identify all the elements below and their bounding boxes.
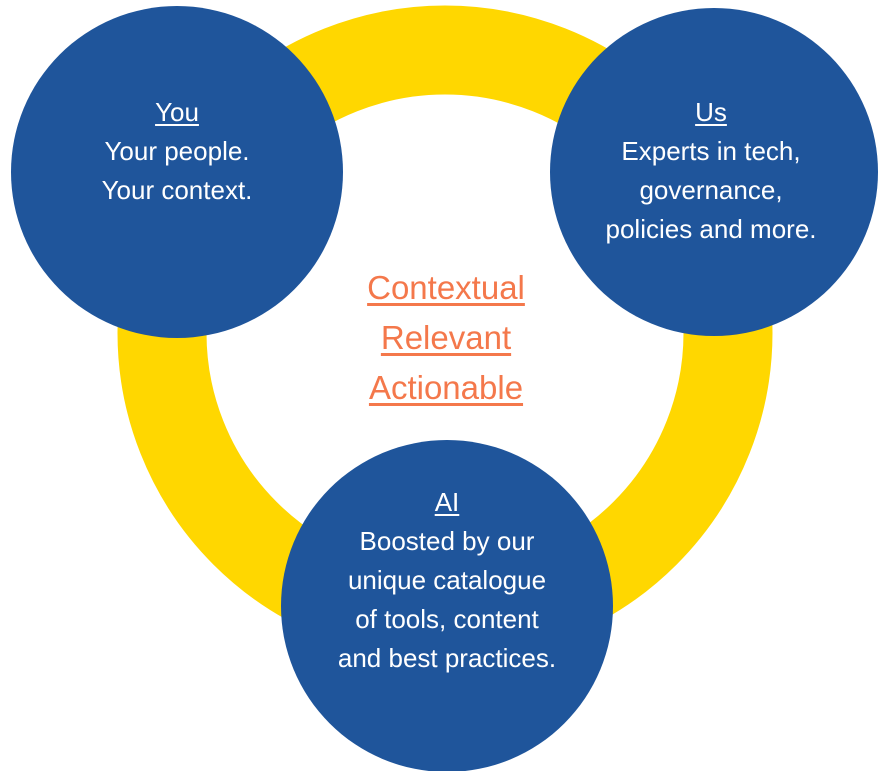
us-circle: [550, 8, 878, 336]
you-line: Your context.: [101, 175, 253, 205]
us-line: governance,: [639, 175, 783, 205]
ai-node: AI Boosted by our unique catalogue of to…: [297, 483, 597, 678]
keyword-contextual: Contextual: [367, 269, 525, 306]
ai-title: AI: [434, 487, 460, 517]
you-circle: [11, 6, 343, 338]
us-node: Us Experts in tech, governance, policies…: [561, 93, 861, 249]
us-title: Us: [695, 97, 727, 127]
ai-circle: [281, 440, 613, 771]
keyword-actionable: Actionable: [368, 369, 524, 406]
us-line: policies and more.: [605, 214, 817, 244]
ai-line: of tools, content: [355, 604, 539, 634]
keyword-relevant: Relevant: [380, 319, 512, 356]
ai-line: and best practices.: [337, 643, 557, 673]
ai-line: Boosted by our: [359, 526, 535, 556]
you-title: You: [155, 97, 199, 127]
you-line: Your people.: [104, 136, 250, 166]
us-line: Experts in tech,: [621, 136, 801, 166]
you-node: You Your people. Your context.: [27, 93, 327, 210]
center-keywords: Contextual Relevant Actionable: [300, 263, 592, 413]
ai-line: unique catalogue: [347, 565, 547, 595]
